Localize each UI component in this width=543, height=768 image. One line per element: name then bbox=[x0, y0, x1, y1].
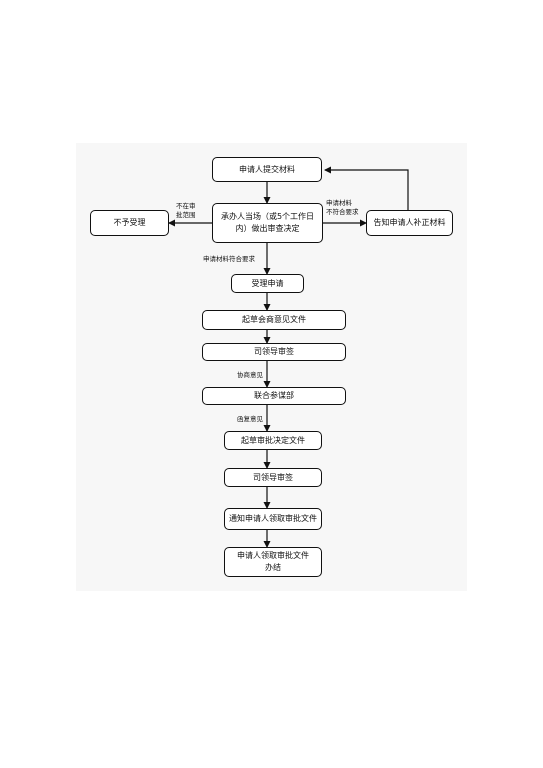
label-meets-requirements: 申请材料符合要求 bbox=[203, 255, 255, 263]
label-out-of-scope: 不在审 批范围 bbox=[176, 202, 196, 219]
node-reject: 不予受理 bbox=[90, 210, 169, 236]
node-supplement-materials: 告知申请人补正材料 bbox=[366, 210, 453, 236]
node-submit-materials: 申请人提交材料 bbox=[212, 157, 322, 182]
node-draft-approval: 起草审批决定文件 bbox=[224, 431, 322, 450]
node-leader-review-2: 司领导审签 bbox=[224, 468, 322, 487]
node-notify-applicant: 通知申请人领取审批文件 bbox=[224, 508, 322, 530]
arrow-supplement-to-submit bbox=[324, 166, 409, 210]
label-consult-opinion: 协商意见 bbox=[237, 371, 263, 379]
node-joint-staff: 联合参谋部 bbox=[202, 387, 346, 405]
label-reply-opinion: 函复意见 bbox=[237, 415, 263, 423]
node-review-decision: 承办人当场（或5个工作日 内）做出审查决定 bbox=[212, 203, 323, 243]
node-draft-opinion: 起草会商意见文件 bbox=[202, 310, 346, 330]
node-complete: 申请人领取审批文件 办结 bbox=[224, 547, 322, 577]
label-incomplete-materials: 申请材料 不符合要求 bbox=[326, 199, 359, 216]
node-leader-review-1: 司领导审签 bbox=[202, 343, 346, 361]
node-accept-application: 受理申请 bbox=[231, 274, 304, 293]
